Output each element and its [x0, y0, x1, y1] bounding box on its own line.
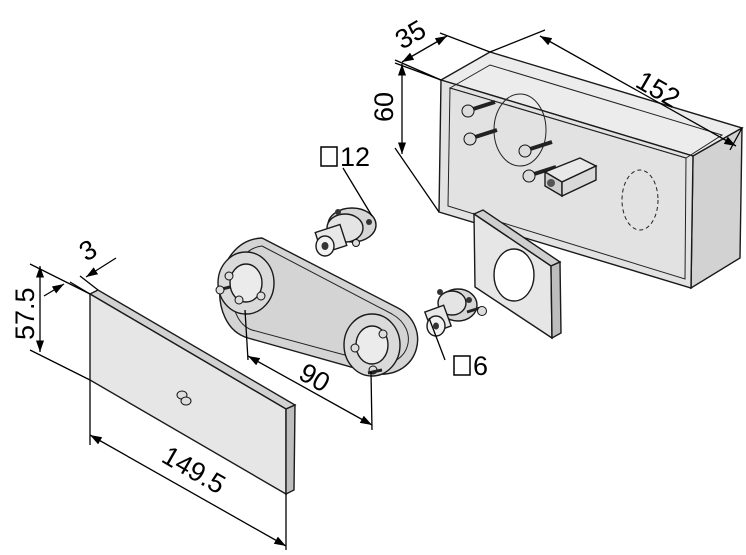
pulley-left [215, 251, 275, 315]
belt-drive [215, 237, 419, 377]
dim-shaft-12: 12 [340, 142, 370, 172]
label-square-6: 6 [453, 351, 488, 381]
small-shaft-coupling [423, 288, 487, 337]
large-shaft-coupling [314, 207, 377, 257]
box-screw-2 [463, 128, 498, 146]
dim-belt-center: 90 [294, 357, 335, 398]
box-screw-1 [461, 100, 496, 118]
pulley-right [343, 313, 401, 377]
dim-cover-height: 57.5 [10, 287, 40, 340]
box-clamp-block [543, 157, 598, 198]
label-square-12: 12 [320, 142, 370, 172]
dim-cover-thickness: 3 [74, 234, 102, 267]
box-screw-4 [522, 165, 557, 183]
dim-box-height: 60 [369, 92, 399, 122]
cover-screw [176, 390, 192, 406]
dimension-lines [29, 29, 743, 550]
mounting-plate [472, 209, 562, 340]
dim-shaft-6: 6 [473, 351, 488, 381]
